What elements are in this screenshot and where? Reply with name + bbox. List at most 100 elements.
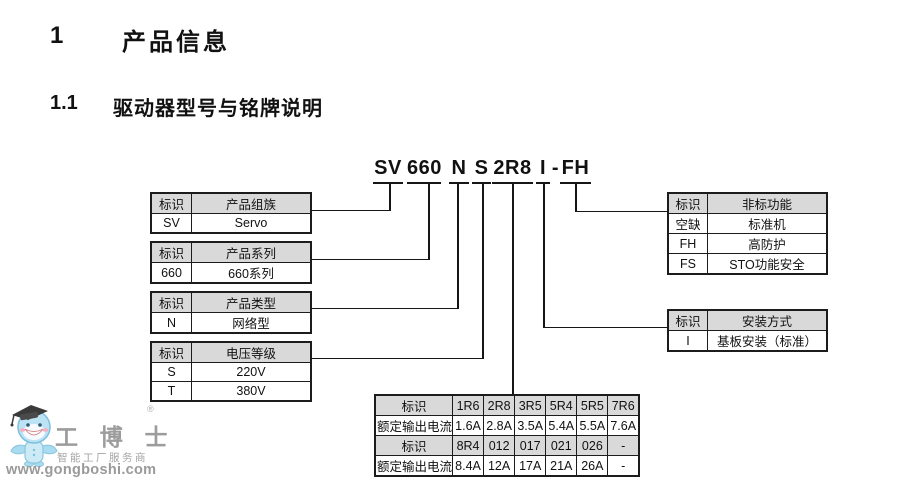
table-cell: 标准机 (707, 213, 828, 234)
table-cell: 021 (545, 435, 578, 456)
table-cell: 220V (191, 362, 312, 382)
section-title: 产品信息 (122, 29, 230, 56)
connector-line-s-vertical (482, 182, 484, 359)
table-cell: 电压等级 (191, 341, 312, 363)
model-segment-2r8: 2R8 (492, 156, 533, 184)
model-segment-sv: SV (373, 156, 403, 184)
table-cell: 017 (514, 435, 547, 456)
connector-line-660-horizontal (312, 258, 430, 260)
table-cell: 1.6A (451, 415, 485, 436)
table-cell: 660系列 (191, 262, 312, 284)
table-cell: 基板安装（标准） (707, 330, 828, 352)
table-cell: 产品组族 (191, 192, 312, 214)
model-segment-660: 660 (407, 156, 441, 184)
table-cell: 7R6 (607, 394, 640, 416)
table-cell: 产品类型 (191, 291, 312, 313)
connector-line-i-horizontal (543, 326, 667, 328)
table-cell: FS (667, 253, 708, 275)
table-cell: 标识 (374, 435, 453, 456)
table-cell: 380V (191, 381, 312, 402)
table-cell: 产品系列 (191, 241, 312, 263)
table-cell: 标识 (150, 341, 192, 363)
table-cell: 8R4 (451, 435, 485, 456)
table-cell: 5.5A (576, 415, 609, 436)
table-row: 空缺标准机 (667, 213, 828, 234)
table-cell: 空缺 (667, 213, 708, 234)
subsection-title: 驱动器型号与铭牌说明 (113, 98, 323, 120)
table-cell: 17A (514, 455, 547, 477)
connector-line-660-vertical (428, 182, 430, 260)
connector-line-i-vertical (543, 182, 545, 328)
table-row: 标识产品类型 (150, 291, 312, 313)
table-cell: 额定输出电流 (374, 415, 453, 436)
table-cell: 标识 (150, 192, 192, 214)
table-cell: 26A (576, 455, 609, 477)
table-cell: - (607, 435, 640, 456)
watermark-url: www.gongboshi.com (6, 462, 157, 478)
table-row: 标识产品组族 (150, 192, 312, 214)
table-cell: T (150, 381, 192, 402)
table-cell: 标识 (150, 291, 192, 313)
model-segment-s: S (472, 156, 491, 184)
watermark-subtitle: 智能工厂服务商 (57, 452, 148, 464)
table-row: 标识电压等级 (150, 341, 312, 363)
table-cell: 2R8 (483, 394, 516, 416)
table-cell: FH (667, 233, 708, 254)
table-cell: 1R6 (451, 394, 485, 416)
model-segment-n: N (449, 156, 469, 184)
table-cell: N (150, 312, 192, 334)
table-cell: STO功能安全 (707, 253, 828, 275)
table-cell: 网络型 (191, 312, 312, 334)
table-cell: 5.4A (545, 415, 578, 436)
section-number: 1 (50, 22, 64, 49)
table-cell: 21A (545, 455, 578, 477)
table-cell: 2.8A (483, 415, 516, 436)
subsection-number: 1.1 (50, 92, 78, 114)
watermark-title: 工 博 士 (55, 425, 176, 450)
model-segment-i: I (536, 156, 550, 184)
model-segment-fh: FH (560, 156, 591, 184)
table-cell: 安装方式 (707, 309, 828, 331)
table-cell: 标识 (150, 241, 192, 263)
table-cell: 012 (483, 435, 516, 456)
connector-line-fh-horizontal (575, 210, 667, 212)
connector-line-s-horizontal (312, 357, 484, 359)
table-cell: Servo (191, 213, 312, 234)
table-cell: I (667, 330, 708, 352)
table-cell: 8.4A (451, 455, 485, 477)
table-cell: 026 (576, 435, 609, 456)
table-cell: SV (150, 213, 192, 234)
table-cell: 5R4 (545, 394, 578, 416)
connector-line-sv-horizontal (312, 209, 391, 211)
connector-line-n-horizontal (312, 307, 459, 309)
table-cell: 标识 (667, 192, 708, 214)
connector-line-sv-vertical (389, 182, 391, 211)
table-row: 标识产品系列 (150, 241, 312, 263)
table-cell: 非标功能 (707, 192, 828, 214)
table-row: 标识非标功能 (667, 192, 828, 214)
table-cell: 标识 (667, 309, 708, 331)
table-row: 标识安装方式 (667, 309, 828, 331)
connector-line-fh-vertical (575, 182, 577, 212)
table-cell: 高防护 (707, 233, 828, 254)
table-cell: 5R5 (576, 394, 609, 416)
mascot-icon (10, 405, 58, 467)
